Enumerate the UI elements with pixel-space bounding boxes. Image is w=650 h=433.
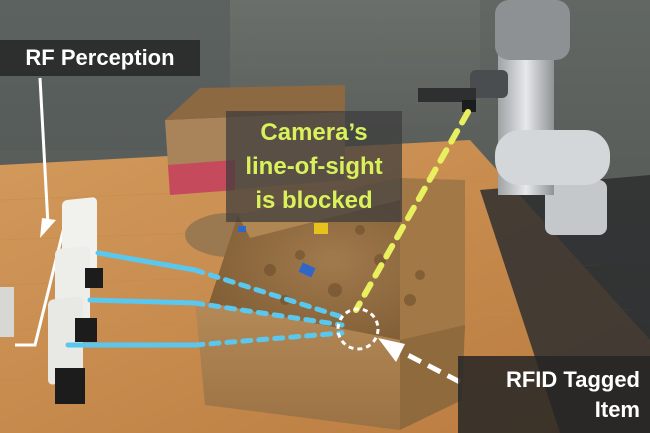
robot-arm-joint [495,130,610,185]
camera-label-line2: line-of-sight [245,152,383,180]
camera-ray [353,109,471,313]
box-right-face [400,325,465,430]
back-box-label [168,160,235,195]
rfid-target-circle [336,307,380,351]
robot-arm-top [495,0,570,60]
robot-arm-base [545,180,607,235]
camera-label-line1: Camera’s [260,118,368,146]
camera-label-line3: is blocked [255,186,373,214]
camera-lens [462,100,476,112]
box-front-wall [195,300,400,430]
rfid-tagged-item-label: RFID Tagged Item [458,356,650,433]
rf-pointer-arrow [38,77,56,238]
rfid-label-line1: RFID Tagged [505,366,640,392]
yellow-object [314,223,328,234]
rf-perception-label: RF Perception [0,40,200,76]
rfid-label-line2: Item [594,396,640,422]
rf-antenna-array [0,197,103,404]
robot-wrist [470,70,508,98]
camera-blocked-label: Camera’s line-of-sight is blocked [226,111,402,222]
blue-object-small [238,226,246,232]
box-right-wall [400,178,465,345]
rf-rays [65,250,345,348]
rfid-pointer-arrow [378,338,462,385]
robot-gripper [418,88,476,102]
blue-object [298,262,316,278]
